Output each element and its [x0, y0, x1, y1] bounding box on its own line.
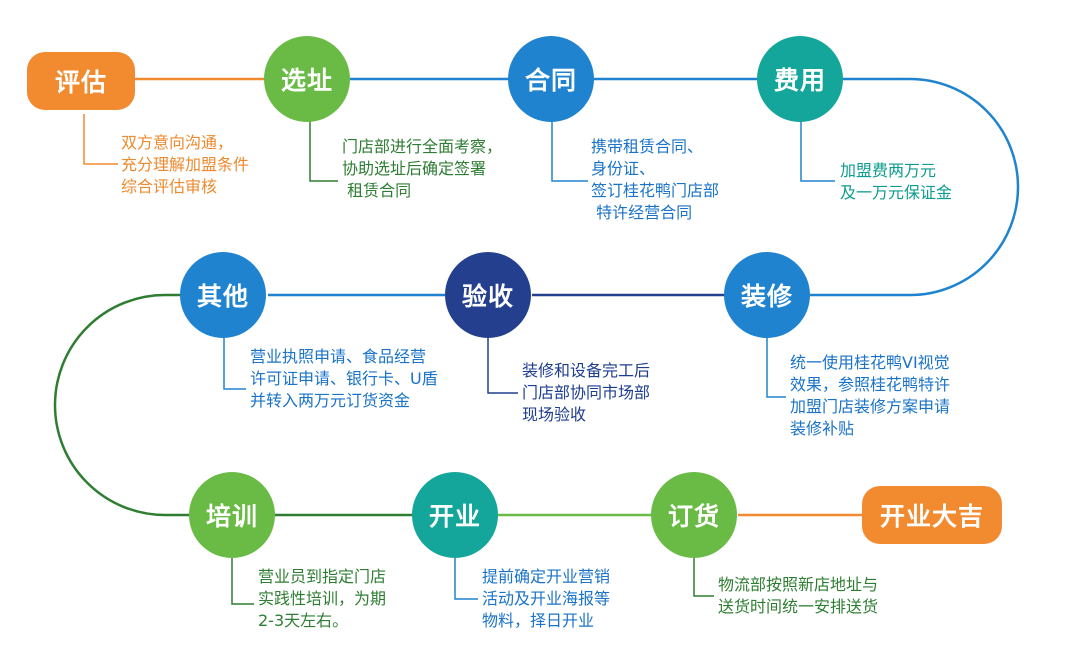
- bracket-opening: [454, 558, 478, 600]
- step-accept-node: 验收: [445, 252, 531, 338]
- step-assess-node: 评估: [27, 52, 135, 110]
- step-order-desc: 物流部按照新店地址与 送货时间统一安排送货: [718, 575, 879, 616]
- step-other-desc: 营业执照申请、食品经营 许可证申请、银行卡、U盾 并转入两万元订货资金: [250, 347, 438, 410]
- step-assess-label: 评估: [54, 68, 107, 97]
- bracket-fee: [800, 120, 835, 182]
- step-other-node: 其他: [180, 252, 266, 338]
- step-decor-node: 装修: [724, 252, 810, 338]
- connector-fee-decor: [810, 77, 1020, 297]
- step-order-node: 订货: [651, 472, 737, 558]
- step-training-label: 培训: [205, 502, 258, 531]
- step-other-label: 其他: [196, 282, 249, 311]
- step-site-label: 选址: [280, 66, 333, 95]
- step-opening-desc: 提前确定开业营销 活动及开业海报等 物料，择日开业: [482, 567, 611, 630]
- step-grand-opening-node: 开业大吉: [862, 486, 1002, 544]
- bracket-training: [231, 558, 254, 605]
- bracket-site: [309, 120, 338, 182]
- step-fee-desc: 加盟费两万元 及一万元保证金: [840, 161, 953, 202]
- step-site-desc: 门店部进行全面考察， 协助选址后确定签署 租赁合同: [342, 137, 503, 200]
- connector-other-training: [53, 293, 190, 517]
- step-opening-label: 开业: [428, 502, 481, 531]
- bracket-assess: [83, 114, 118, 165]
- bracket-other: [223, 338, 246, 390]
- step-fee-label: 费用: [773, 66, 826, 95]
- step-opening-node: 开业: [412, 472, 498, 558]
- step-decor-desc: 统一使用桂花鸭VI视觉 效果，参照桂花鸭特许 加盟门店装修方案申请 装修补贴: [790, 353, 951, 438]
- step-contract-desc: 携带租赁合同、 身份证、 签订桂花鸭门店部 特许经营合同: [591, 137, 720, 222]
- step-assess-desc: 双方意向沟通， 充分理解加盟条件 综合评估审核: [121, 133, 250, 196]
- step-grand-opening-label: 开业大吉: [879, 502, 984, 531]
- bracket-decor: [766, 338, 786, 398]
- bracket-contract: [551, 120, 588, 182]
- step-contract-node: 合同: [508, 36, 594, 122]
- step-fee-node: 费用: [757, 36, 843, 122]
- bracket-order: [693, 558, 714, 597]
- step-site-node: 选址: [264, 36, 350, 122]
- step-order-label: 订货: [667, 502, 720, 531]
- step-decor-label: 装修: [740, 282, 793, 311]
- step-training-desc: 营业员到指定门店 实践性培训，为期 2-3天左右。: [258, 567, 387, 630]
- step-training-node: 培训: [189, 472, 275, 558]
- step-accept-desc: 装修和设备完工后 门店部协同市场部 现场验收: [522, 361, 651, 424]
- step-accept-label: 验收: [461, 282, 514, 311]
- bracket-accept: [487, 338, 518, 394]
- step-contract-label: 合同: [524, 66, 577, 95]
